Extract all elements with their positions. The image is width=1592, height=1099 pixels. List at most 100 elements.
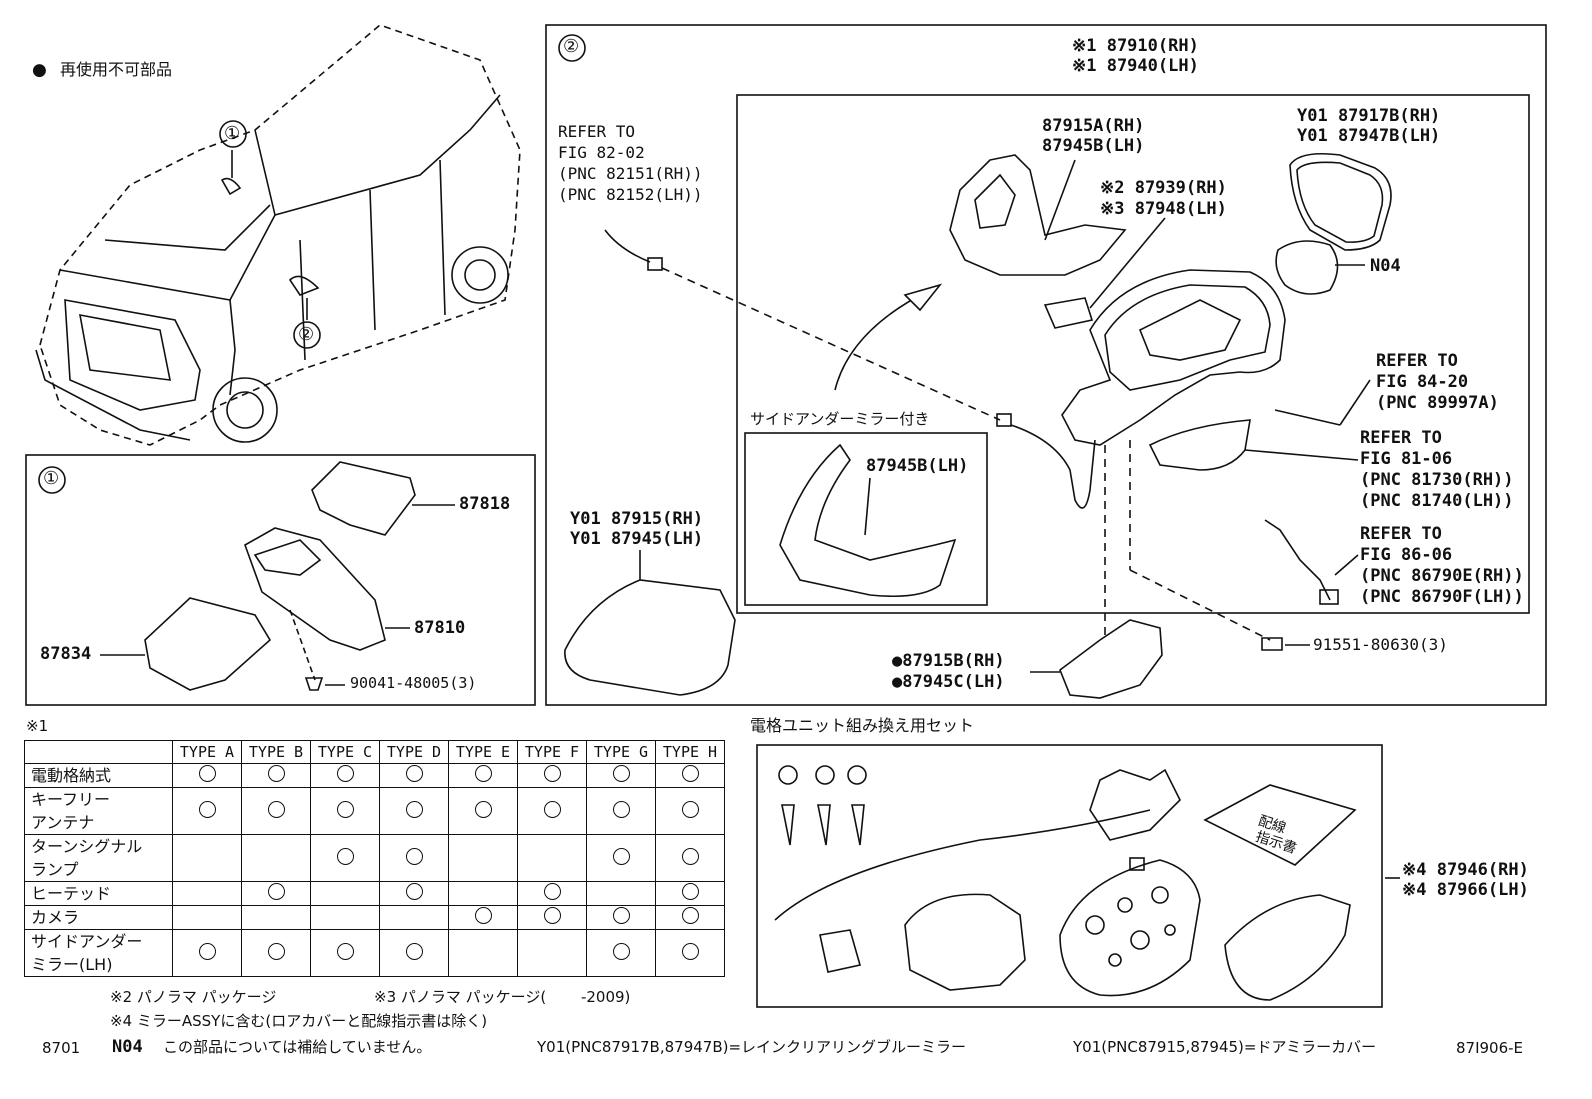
row-label: キーフリーアンテナ bbox=[24, 787, 173, 835]
footnote-n04-code: N04 bbox=[112, 1037, 143, 1057]
refer-8420-l1: REFER TO bbox=[1376, 351, 1458, 371]
part-87945b-inset: 87945B(LH) bbox=[866, 456, 969, 476]
footnote-3: ※3 パノラマ パッケージ( -2009) bbox=[374, 988, 631, 1006]
applicable-circle-icon bbox=[612, 765, 630, 782]
table-cell bbox=[517, 763, 587, 788]
row-label-line1: カメラ bbox=[31, 908, 80, 927]
applicable-circle-icon bbox=[681, 765, 699, 782]
table-cell bbox=[310, 905, 380, 930]
lower-cover-lh: ●87945C(LH) bbox=[892, 672, 1005, 692]
cover-rh: Y01 87915(RH) bbox=[570, 509, 704, 529]
refer-8420-l2: FIG 84-20 bbox=[1376, 372, 1469, 392]
applicable-circle-icon bbox=[267, 800, 285, 818]
footnote-n04-text: この部品については補給していません。 bbox=[163, 1038, 432, 1056]
table-cell bbox=[586, 905, 656, 930]
applicable-circle-icon bbox=[681, 907, 699, 924]
part-87810: 87810 bbox=[414, 618, 466, 638]
row-label: 電動格納式 bbox=[24, 763, 173, 788]
table-cell bbox=[586, 787, 656, 835]
applicable-circle-icon bbox=[681, 942, 699, 960]
footnote-2: ※2 パノラマ パッケージ bbox=[110, 988, 277, 1006]
table-cell bbox=[517, 834, 587, 882]
part-87818: 87818 bbox=[459, 494, 511, 514]
refer-8202-l1: REFER TO bbox=[558, 122, 636, 141]
cover-lh: Y01 87945(LH) bbox=[570, 529, 704, 549]
table-row: キーフリーアンテナ bbox=[24, 787, 725, 835]
applicable-circle-icon bbox=[336, 800, 354, 818]
section2-label: ② bbox=[563, 36, 580, 57]
table-cell bbox=[241, 763, 311, 788]
table-column-header: TYPE C bbox=[310, 740, 380, 764]
refer-8420-l3: (PNC 89997A) bbox=[1376, 393, 1499, 413]
kit-part-rh: ※4 87946(RH) bbox=[1402, 860, 1529, 880]
table-column-header: TYPE G bbox=[586, 740, 656, 764]
table-cell bbox=[172, 763, 242, 788]
table-cell bbox=[586, 763, 656, 788]
row-label-line2: ミラー(LH) bbox=[31, 955, 113, 974]
part-87834: 87834 bbox=[40, 644, 92, 664]
lower-cover-rh: ●87915B(RH) bbox=[892, 651, 1005, 671]
row-label-line1: ヒーテッド bbox=[31, 884, 112, 903]
table-cell bbox=[241, 929, 311, 977]
refer-8106-l2: FIG 81-06 bbox=[1360, 449, 1453, 469]
table-row: ヒーテッド bbox=[24, 881, 725, 906]
applicable-circle-icon bbox=[336, 847, 354, 865]
table-cell bbox=[586, 834, 656, 882]
applicable-circle-icon bbox=[543, 765, 561, 782]
callout-1-vehicle: ① bbox=[224, 123, 241, 144]
applicable-circle-icon bbox=[336, 765, 354, 782]
table-cell bbox=[241, 881, 311, 906]
table-cell bbox=[655, 763, 725, 788]
applicable-circle-icon bbox=[681, 883, 699, 900]
vehicle-illustration bbox=[35, 24, 521, 446]
table-row: ターンシグナルランプ bbox=[24, 834, 725, 882]
applicable-circle-icon bbox=[198, 765, 216, 782]
part-87915a: 87915A(RH) bbox=[1042, 116, 1145, 136]
refer-8106-l4: (PNC 81740(LH)) bbox=[1360, 491, 1514, 511]
assy-lh: ※1 87940(LH) bbox=[1072, 56, 1199, 76]
table-cell bbox=[448, 787, 518, 835]
applicable-circle-icon bbox=[612, 942, 630, 960]
applicable-circle-icon bbox=[405, 847, 423, 865]
table-column-header: TYPE E bbox=[448, 740, 518, 764]
applicable-circle-icon bbox=[543, 800, 561, 818]
table-cell bbox=[517, 905, 587, 930]
table-row: サイドアンダーミラー(LH) bbox=[24, 929, 725, 977]
illustration-id: 87I906-E bbox=[1456, 1039, 1524, 1057]
kit-title: 電格ユニット組み換え用セット bbox=[750, 716, 975, 735]
row-label: ターンシグナルランプ bbox=[24, 834, 173, 882]
applicable-circle-icon bbox=[474, 907, 492, 924]
table-cell bbox=[448, 834, 518, 882]
table-cell bbox=[241, 905, 311, 930]
applicable-circle-icon bbox=[267, 942, 285, 960]
table-cell bbox=[517, 787, 587, 835]
applicable-circle-icon bbox=[198, 800, 216, 818]
part-90041: 90041-48005(3) bbox=[350, 674, 477, 692]
part-87939: ※2 87939(RH) bbox=[1100, 178, 1227, 198]
table-row: カメラ bbox=[24, 905, 725, 930]
table-cell bbox=[172, 834, 242, 882]
applicable-circle-icon bbox=[267, 883, 285, 900]
figure-number: 8701 bbox=[42, 1039, 81, 1057]
callout-2-vehicle: ② bbox=[298, 324, 315, 345]
footnote-y01-mirror: Y01(PNC87917B,87947B)=レインクリアリングブルーミラー bbox=[537, 1038, 967, 1056]
row-label-line2: アンテナ bbox=[31, 813, 95, 832]
table-cell bbox=[310, 763, 380, 788]
part-87917b: Y01 87917B(RH) bbox=[1297, 106, 1441, 126]
table-column-header: TYPE A bbox=[172, 740, 242, 764]
table-cell bbox=[241, 787, 311, 835]
row-label: ヒーテッド bbox=[24, 881, 173, 906]
applicable-circle-icon bbox=[612, 907, 630, 924]
table-corner bbox=[24, 740, 173, 764]
applicable-circle-icon bbox=[612, 800, 630, 818]
applicable-circle-icon bbox=[543, 907, 561, 924]
refer-8106-l3: (PNC 81730(RH)) bbox=[1360, 470, 1514, 490]
applicable-circle-icon bbox=[612, 847, 630, 865]
table-cell bbox=[448, 881, 518, 906]
table-cell bbox=[241, 834, 311, 882]
table-cell bbox=[655, 881, 725, 906]
